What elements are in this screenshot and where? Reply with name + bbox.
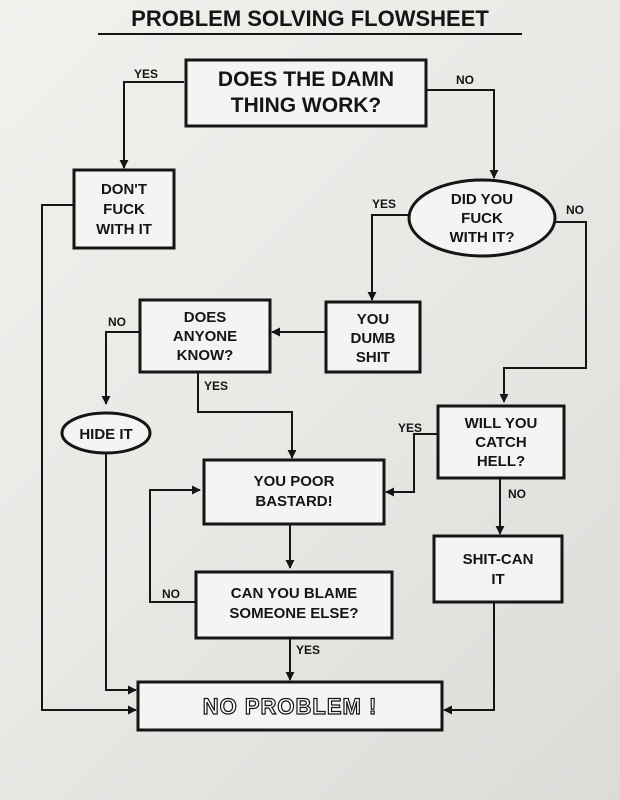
node-hell-line2: CATCH: [475, 434, 526, 451]
connectors: [41, 81, 587, 715]
node-does-it-work: DOES THE DAMN THING WORK?: [184, 58, 428, 128]
node-did-you-line2: FUCK: [461, 210, 503, 227]
node-no-problem-text: NO PROBLEM !: [203, 694, 378, 719]
edge-dontfuck-noproblem: [41, 204, 137, 715]
node-hide-it-text: HIDE IT: [79, 426, 132, 443]
node-you-dumb-shit: YOU DUMB SHIT: [324, 300, 422, 374]
node-no-problem: NO PROBLEM !: [136, 680, 444, 732]
label-works-yes: YES: [134, 67, 158, 81]
label-blame-yes: YES: [296, 643, 320, 657]
node-you-poor-bastard: YOU POOR BASTARD!: [202, 458, 386, 526]
node-dont-fuck-line2: FUCK: [103, 201, 145, 218]
node-dumb-line1: YOU: [357, 311, 390, 328]
label-works-no: NO: [456, 73, 474, 87]
page-title: PROBLEM SOLVING FLOWSHEET: [131, 6, 489, 31]
label-blame-no: NO: [162, 587, 180, 601]
edge-works-yes: [119, 81, 184, 169]
edge-didyou-yes: [367, 214, 408, 301]
node-anyone-line1: DOES: [184, 309, 227, 326]
edge-hell-yes: [385, 433, 438, 497]
label-didyou-yes: YES: [372, 197, 396, 211]
label-hell-yes: YES: [398, 421, 422, 435]
node-anyone-line3: KNOW?: [177, 347, 234, 364]
node-dont-fuck-line3: WITH IT: [96, 221, 152, 238]
node-dumb-line2: DUMB: [351, 330, 396, 347]
label-hell-no: NO: [508, 487, 526, 501]
edge-blame-no: [149, 485, 201, 603]
node-can-you-blame: CAN YOU BLAME SOMEONE ELSE?: [194, 570, 394, 640]
node-shitcan-line2: IT: [491, 571, 504, 588]
edge-hide-noproblem: [105, 452, 137, 695]
label-anyone-yes: YES: [204, 379, 228, 393]
node-shitcan-line1: SHIT-CAN: [463, 551, 534, 568]
node-poor-line2: BASTARD!: [255, 493, 332, 510]
node-hell-line3: HELL?: [477, 453, 525, 470]
node-will-you-catch-hell: WILL YOU CATCH HELL?: [436, 404, 566, 480]
edge-works-no: [426, 89, 499, 179]
node-does-anyone-know: DOES ANYONE KNOW?: [138, 298, 272, 374]
node-hide-it: HIDE IT: [60, 411, 152, 455]
edge-didyou-no: [499, 221, 587, 403]
node-blame-line2: SOMEONE ELSE?: [229, 605, 358, 622]
node-dumb-line3: SHIT: [356, 349, 390, 366]
node-does-it-work-line1: DOES THE DAMN: [218, 68, 394, 91]
node-did-you-line1: DID YOU: [451, 191, 513, 208]
edge-anyone-no: [101, 331, 140, 405]
node-dont-fuck-line1: DON'T: [101, 181, 147, 198]
node-shit-can-it: SHIT-CAN IT: [432, 534, 564, 604]
edge-shitcan-noproblem: [443, 602, 495, 715]
node-dont-fuck-with-it: DON'T FUCK WITH IT: [72, 168, 176, 250]
node-hell-line1: WILL YOU: [465, 415, 538, 432]
node-does-it-work-line2: THING WORK?: [231, 94, 381, 117]
edge-anyone-yes: [197, 372, 297, 459]
node-poor-line1: YOU POOR: [254, 473, 335, 490]
node-anyone-line2: ANYONE: [173, 328, 237, 345]
node-blame-line1: CAN YOU BLAME: [231, 585, 357, 602]
node-did-you-line3: WITH IT?: [450, 229, 515, 246]
node-did-you-fuck-with-it: DID YOU FUCK WITH IT?: [407, 178, 557, 258]
label-anyone-no: NO: [108, 315, 126, 329]
label-didyou-no: NO: [566, 203, 584, 217]
